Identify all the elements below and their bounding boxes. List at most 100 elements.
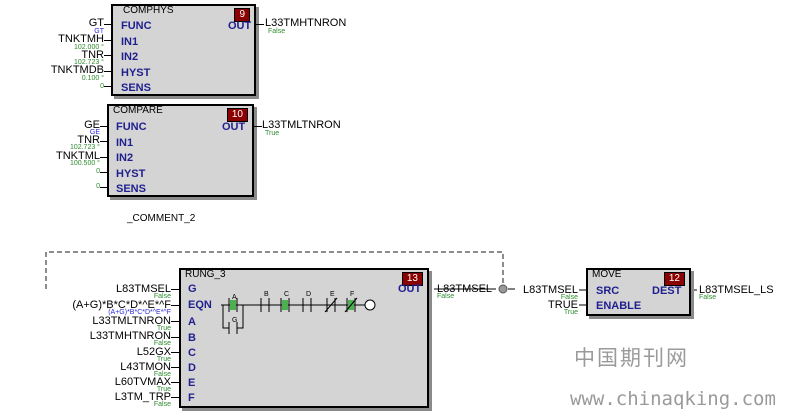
rung-input-g: L83TMSEL [115, 283, 171, 295]
wire [100, 157, 108, 158]
comphys-input-in1-sub: 102.000 ° [73, 44, 104, 51]
move-output: L83TMSEL_LS [699, 284, 774, 296]
rung-input-a-sub: True [156, 325, 171, 332]
compare-input-hyst-sub: 0 [96, 168, 100, 175]
wire [171, 397, 180, 398]
junction-node[interactable] [498, 284, 508, 294]
compare-input-func: GE [84, 119, 100, 131]
pin-out: OUT [398, 283, 422, 295]
pin-d: D [188, 362, 196, 374]
compare-input-sens-sub: 0 [96, 183, 100, 190]
compare-input-in1-sub: 102.723 ° [69, 144, 100, 151]
comphys-output: L33TMHTNRON [265, 17, 347, 29]
wire [104, 71, 112, 72]
pin-a: A [188, 316, 196, 328]
move-input-src-sub: False [560, 294, 578, 301]
comphys-input-hyst: TNKTMDB [50, 64, 104, 76]
wire [171, 367, 180, 368]
pin-f: F [188, 392, 195, 404]
rung-input-e-sub: True [156, 386, 171, 393]
comphys-input-in2-sub: 102.723 ° [73, 59, 104, 66]
rung-input-d: L43TMON [120, 361, 171, 373]
wire [104, 40, 112, 41]
wire [254, 24, 264, 25]
pin-in1: IN1 [116, 137, 134, 149]
pin-enable: ENABLE [596, 300, 642, 312]
comphys-input-sens-sub: 0 [100, 83, 104, 90]
rung-input-b-sub: False [153, 340, 171, 347]
rung-input-b: L33TMHTNRON [89, 330, 171, 342]
wire [171, 321, 180, 322]
rung-output-sub: False [437, 293, 455, 300]
rung-block[interactable]: RUNG_3 13 G EQN A B C D E F OUT A B C D [179, 268, 429, 408]
wire [171, 305, 180, 306]
ladder-label-d: D [306, 291, 312, 298]
wire [171, 289, 180, 290]
wire [104, 55, 112, 56]
rung-input-f-sub: False [153, 401, 171, 408]
ladder-label-g: G [232, 317, 238, 324]
wire [171, 337, 180, 338]
compare-output: L33TMLTNRON [262, 119, 341, 131]
pin-out: OUT [228, 20, 252, 32]
pin-e: E [188, 377, 196, 389]
compare-input-in2: TNKTML [56, 150, 100, 162]
pin-src: SRC [596, 285, 620, 297]
pin-in1: IN1 [121, 36, 139, 48]
rung-input-eqn-sub: (A+G)*B*C*D*^E*^F [108, 309, 171, 316]
comphys-block[interactable]: COMPHYS 9 FUNC IN1 IN2 HYST SENS OUT [111, 4, 256, 96]
wire [252, 126, 262, 127]
comphys-input-in2: TNR [81, 49, 104, 61]
pin-g: G [188, 283, 197, 295]
rung-input-g-sub: False [153, 293, 171, 300]
block-number-badge: 12 [663, 272, 685, 286]
ladder-label-c: C [284, 291, 290, 298]
wire [100, 126, 108, 127]
compare-block[interactable]: COMPARE 10 FUNC IN1 IN2 HYST SENS OUT [107, 104, 254, 197]
comphys-output-sub: False [268, 28, 286, 35]
pin-in2: IN2 [116, 152, 134, 164]
rung-output: L83TMSEL [437, 283, 493, 295]
pin-sens: SENS [121, 82, 151, 94]
pin-in2: IN2 [121, 51, 139, 63]
wire [171, 382, 180, 383]
pin-hyst: HYST [116, 168, 146, 180]
wire [171, 352, 180, 353]
ladder-label-b: B [264, 291, 269, 298]
compare-input-func-sub: GE [89, 129, 100, 136]
rung-input-d-sub: False [153, 371, 171, 378]
pin-hyst: HYST [121, 67, 151, 79]
rung-input-c-sub: True [156, 356, 171, 363]
rung-input-c: L52GX [136, 346, 171, 358]
rung-input-e: L60TVMAX [114, 376, 171, 388]
block-title: RUNG_3 [185, 269, 226, 280]
move-input-enable-sub: True [563, 309, 578, 316]
pin-b: B [188, 332, 196, 344]
ladder-label-a: A [232, 294, 237, 301]
block-number-badge: 9 [234, 8, 250, 22]
ladder-label-e: E [330, 291, 335, 298]
comphys-input-func-sub: GT [94, 28, 104, 35]
ladder-label-f: F [350, 291, 355, 298]
comment-label: _COMMENT_2 [127, 213, 196, 224]
pin-out: OUT [222, 121, 246, 133]
rung-input-f: L3TM_TRP [114, 391, 171, 403]
wire [100, 141, 108, 142]
wire [104, 24, 112, 25]
move-input-src: L83TMSEL [522, 284, 578, 296]
rung-input-eqn: (A+G)*B*C*D*^E*^F [72, 299, 171, 311]
compare-output-sub: True [265, 130, 280, 137]
pin-eqn: EQN [188, 299, 212, 311]
pin-func: FUNC [116, 121, 147, 133]
watermark-url: www.chinaqking.com [570, 388, 776, 410]
block-number-badge: 13 [401, 272, 423, 286]
block-title: COMPARE [113, 105, 163, 116]
wire [100, 172, 108, 173]
pin-c: C [188, 347, 196, 359]
move-block[interactable]: MOVE 12 SRC ENABLE DEST [586, 268, 691, 316]
comphys-input-in1: TNKTMH [58, 33, 104, 45]
block-title: MOVE [592, 269, 622, 280]
block-title: COMPHYS [123, 5, 174, 16]
ladder-diagram [221, 297, 376, 334]
